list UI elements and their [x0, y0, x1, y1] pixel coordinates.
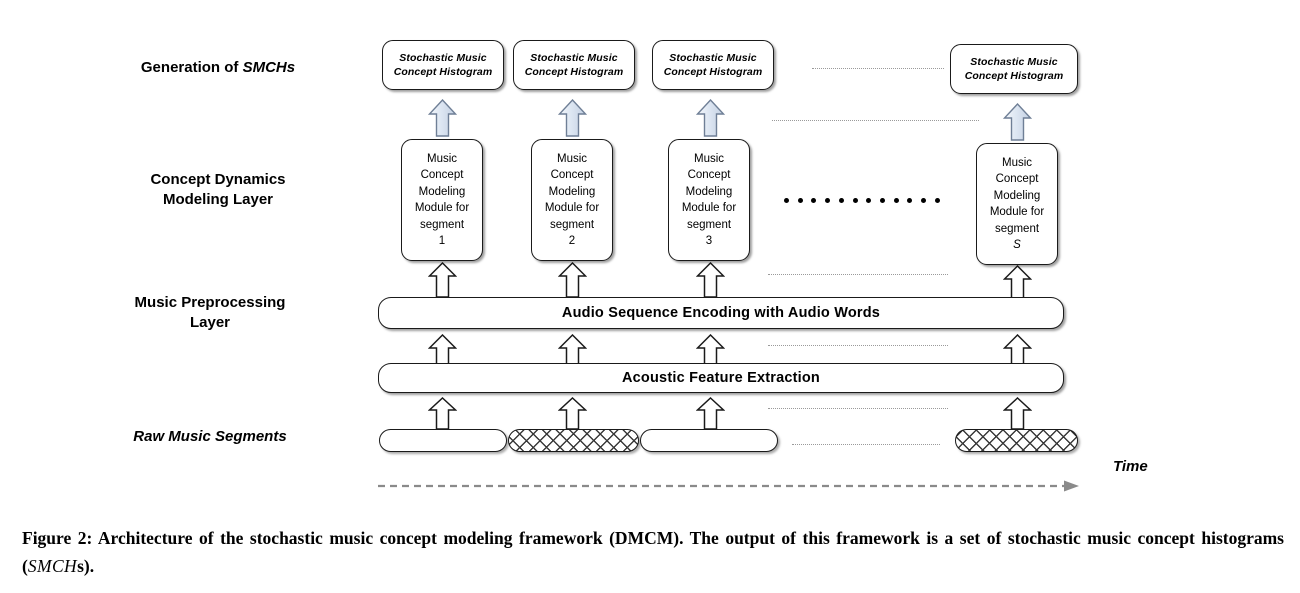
- smch-box-1-line1: Stochastic Music: [399, 52, 487, 64]
- row-label-generation-text: Generation of: [140, 59, 243, 76]
- row-label-generation-of-smchs: Generation of SMCHs: [88, 58, 348, 78]
- mcm-box-1-line4: Module for: [414, 202, 470, 214]
- ellipsis-dot: [838, 197, 844, 203]
- caption-math-smch: SMCH: [27, 556, 78, 576]
- ellipsis-dot: [907, 197, 913, 203]
- mcm-box-segment-3[interactable]: Music Concept Modeling Module for segmen…: [668, 139, 750, 261]
- time-axis-arrow: [376, 478, 1082, 499]
- row-label-concept-dynamics-modeling-layer: Concept Dynamics Modeling Layer: [88, 170, 348, 210]
- row-label-music-preprocessing-line2: Layer: [189, 314, 231, 331]
- smch-box-2[interactable]: Stochastic Music Concept Histogram: [513, 40, 635, 90]
- ellipsis-dot: [866, 197, 872, 203]
- smch-box-2-line1: Stochastic Music: [530, 52, 618, 64]
- mcm-box-3-line4: Module for: [681, 202, 737, 214]
- time-axis-label: Time: [1113, 458, 1148, 475]
- arrow-up-blue-2: [558, 99, 587, 137]
- row-label-smchs-italic: SMCHs: [242, 59, 296, 76]
- arrow-up-blue-3: [696, 99, 725, 137]
- dotted-connector-feat-arrow-band: [768, 345, 948, 346]
- raw-music-segment-2[interactable]: [508, 429, 639, 452]
- arrow-up-blue-1: [428, 99, 457, 137]
- arrow-up-white-enc-3: [696, 262, 725, 298]
- ellipsis-dot: [880, 197, 886, 203]
- arrow-up-white-seg-2: [558, 397, 587, 430]
- smch-box-2-line2: Concept Histogram: [524, 66, 624, 78]
- mcm-box-3-line3: Modeling: [685, 185, 733, 198]
- row-label-concept-dynamics-line1: Concept Dynamics: [150, 171, 286, 188]
- arrow-up-white-seg-3: [696, 397, 725, 430]
- ellipsis-dot: [825, 197, 831, 203]
- mcm-box-4-line1: Music: [1001, 156, 1033, 169]
- mcm-box-1-segment-index: 1: [438, 235, 446, 247]
- smch-box-4-line1: Stochastic Music: [970, 56, 1058, 68]
- mcm-box-2-line1: Music: [556, 152, 588, 165]
- arrow-up-white-enc-4: [1003, 265, 1032, 301]
- mcm-box-segment-s[interactable]: Music Concept Modeling Module for segmen…: [976, 143, 1058, 265]
- acoustic-feature-extraction-bar[interactable]: Acoustic Feature Extraction: [378, 363, 1064, 393]
- arrow-up-white-seg-4: [1003, 397, 1032, 430]
- row-label-raw-music-segments-text: Raw Music Segments: [133, 428, 287, 445]
- mcm-box-1-line1: Music: [426, 152, 458, 165]
- figure-caption: Figure 2: Architecture of the stochastic…: [22, 524, 1284, 580]
- caption-part-2: s).: [77, 556, 95, 576]
- mcm-box-3-line5: segment: [686, 218, 732, 231]
- mcm-box-segment-2[interactable]: Music Concept Modeling Module for segmen…: [531, 139, 613, 261]
- dotted-connector-arrow-band-top: [772, 120, 979, 121]
- mcm-box-2-line4: Module for: [544, 202, 600, 214]
- caption-part-1: Figure 2: Architecture of the stochastic…: [22, 528, 1284, 576]
- audio-sequence-encoding-label: Audio Sequence Encoding with Audio Words: [561, 305, 881, 321]
- ellipsis-dots-module-row: [784, 196, 940, 204]
- arrow-up-white-enc-2: [558, 262, 587, 298]
- mcm-box-1-line2: Concept: [420, 169, 464, 181]
- smch-box-3-line2: Concept Histogram: [663, 66, 763, 78]
- row-label-music-preprocessing-line1: Music Preprocessing: [134, 294, 286, 311]
- mcm-box-4-segment-index: S: [1013, 239, 1021, 251]
- ellipsis-dot: [934, 197, 940, 203]
- ellipsis-dot: [797, 197, 803, 203]
- raw-music-segment-1[interactable]: [379, 429, 507, 452]
- arrow-up-white-seg-1: [428, 397, 457, 430]
- acoustic-feature-extraction-label: Acoustic Feature Extraction: [622, 370, 820, 386]
- row-label-concept-dynamics-line2: Modeling Layer: [162, 191, 274, 208]
- arrow-up-blue-4: [1003, 103, 1032, 141]
- ellipsis-dot: [811, 197, 817, 203]
- dotted-connector-segment-row: [792, 444, 940, 445]
- mcm-box-3-line1: Music: [693, 152, 725, 165]
- mcm-box-4-line5: segment: [994, 222, 1040, 235]
- row-label-music-preprocessing-layer: Music Preprocessing Layer: [80, 293, 340, 333]
- smch-box-1-line2: Concept Histogram: [393, 66, 493, 78]
- dotted-connector-smch-row: [812, 68, 944, 69]
- mcm-box-2-segment-index: 2: [568, 235, 576, 247]
- raw-music-segment-3[interactable]: [640, 429, 778, 452]
- smch-box-4-line2: Concept Histogram: [964, 70, 1064, 82]
- mcm-box-2-line2: Concept: [550, 169, 594, 181]
- dotted-connector-enc-arrow-band: [768, 274, 948, 275]
- smch-box-3[interactable]: Stochastic Music Concept Histogram: [652, 40, 774, 90]
- mcm-box-4-line4: Module for: [989, 206, 1045, 218]
- ellipsis-dot: [893, 197, 899, 203]
- mcm-box-4-line3: Modeling: [993, 189, 1041, 202]
- ellipsis-dot: [784, 197, 789, 203]
- mcm-box-2-line5: segment: [549, 218, 595, 231]
- dotted-connector-seg-arrow-band: [768, 408, 948, 409]
- ellipsis-dot: [852, 197, 858, 203]
- smch-box-1[interactable]: Stochastic Music Concept Histogram: [382, 40, 504, 90]
- mcm-box-2-line3: Modeling: [548, 185, 596, 198]
- mcm-box-1-line3: Modeling: [418, 185, 466, 198]
- ellipsis-dot: [921, 197, 927, 203]
- raw-music-segment-s[interactable]: [955, 429, 1078, 452]
- audio-sequence-encoding-bar[interactable]: Audio Sequence Encoding with Audio Words: [378, 297, 1064, 329]
- arrow-up-white-enc-1: [428, 262, 457, 298]
- smch-box-4[interactable]: Stochastic Music Concept Histogram: [950, 44, 1078, 94]
- row-label-raw-music-segments: Raw Music Segments: [80, 427, 340, 447]
- mcm-box-3-line2: Concept: [687, 169, 731, 181]
- mcm-box-4-line2: Concept: [995, 173, 1039, 185]
- mcm-box-1-line5: segment: [419, 218, 465, 231]
- mcm-box-3-segment-index: 3: [705, 235, 713, 247]
- smch-box-3-line1: Stochastic Music: [669, 52, 757, 64]
- mcm-box-segment-1[interactable]: Music Concept Modeling Module for segmen…: [401, 139, 483, 261]
